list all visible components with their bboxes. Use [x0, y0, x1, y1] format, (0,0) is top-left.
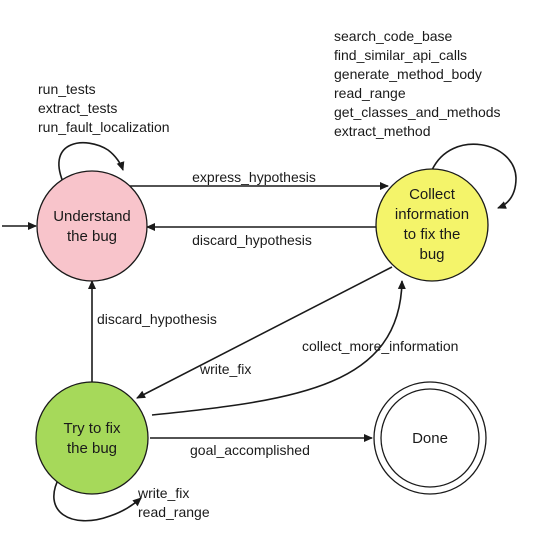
- understand-action-0: run_tests: [38, 81, 96, 97]
- state-collect-line4: bug: [419, 246, 444, 263]
- collect-action-4: get_classes_and_methods: [334, 104, 501, 120]
- state-try-to-fix: [35, 381, 149, 495]
- state-collect-information: [375, 168, 489, 282]
- state-understand-the-bug: [36, 170, 148, 282]
- state-collect-line2: information: [395, 206, 469, 223]
- collect-actions-list: search_code_base find_similar_api_callsge…: [334, 28, 501, 139]
- edge-write-fix: [136, 266, 393, 399]
- state-understand-line2: the bug: [67, 228, 117, 245]
- state-done-label: Done: [412, 430, 448, 447]
- fix-action-0: write_fix: [137, 485, 189, 501]
- label-goal-accomplished: goal_accomplished: [190, 442, 310, 458]
- state-collect-line3: to fix the: [404, 226, 461, 243]
- collect-action-0: search_code_base: [334, 28, 453, 44]
- state-done-inner: [380, 388, 480, 488]
- self-loop-collect: [431, 143, 517, 209]
- collect-action-3: read_range: [334, 85, 406, 101]
- state-collect-line1: Collect: [409, 186, 456, 203]
- state-fix-line1: Try to fix: [64, 420, 121, 437]
- state-fix-line2: the bug: [67, 440, 117, 457]
- understand-action-2: run_fault_localization: [38, 119, 170, 135]
- collect-action-2: generate_method_body: [334, 66, 482, 82]
- label-write-fix: write_fix: [199, 361, 251, 377]
- collect-action-1: find_similar_api_calls: [334, 47, 467, 63]
- self-loop-fix: [53, 475, 142, 522]
- fix-action-1: read_range: [138, 504, 210, 520]
- understand-actions-list: run_tests extract_tests run_fault_localiza…: [38, 81, 170, 135]
- label-discard-hypothesis-top: discard_hypothesis: [192, 232, 312, 248]
- edge-collect-more-information: [151, 280, 406, 416]
- label-express-hypothesis: express_hypothesis: [192, 169, 316, 185]
- label-collect-more-information: collect_more_information: [302, 338, 458, 354]
- self-loop-understand: [58, 142, 125, 183]
- label-discard-hypothesis-left: discard_hypothesis: [97, 311, 217, 327]
- fix-actions-list: write_fix read_range: [137, 485, 210, 520]
- state-understand-line1: Understand: [53, 208, 131, 225]
- collect-action-5: extract_method: [334, 123, 431, 139]
- understand-action-1: extract_tests: [38, 100, 117, 116]
